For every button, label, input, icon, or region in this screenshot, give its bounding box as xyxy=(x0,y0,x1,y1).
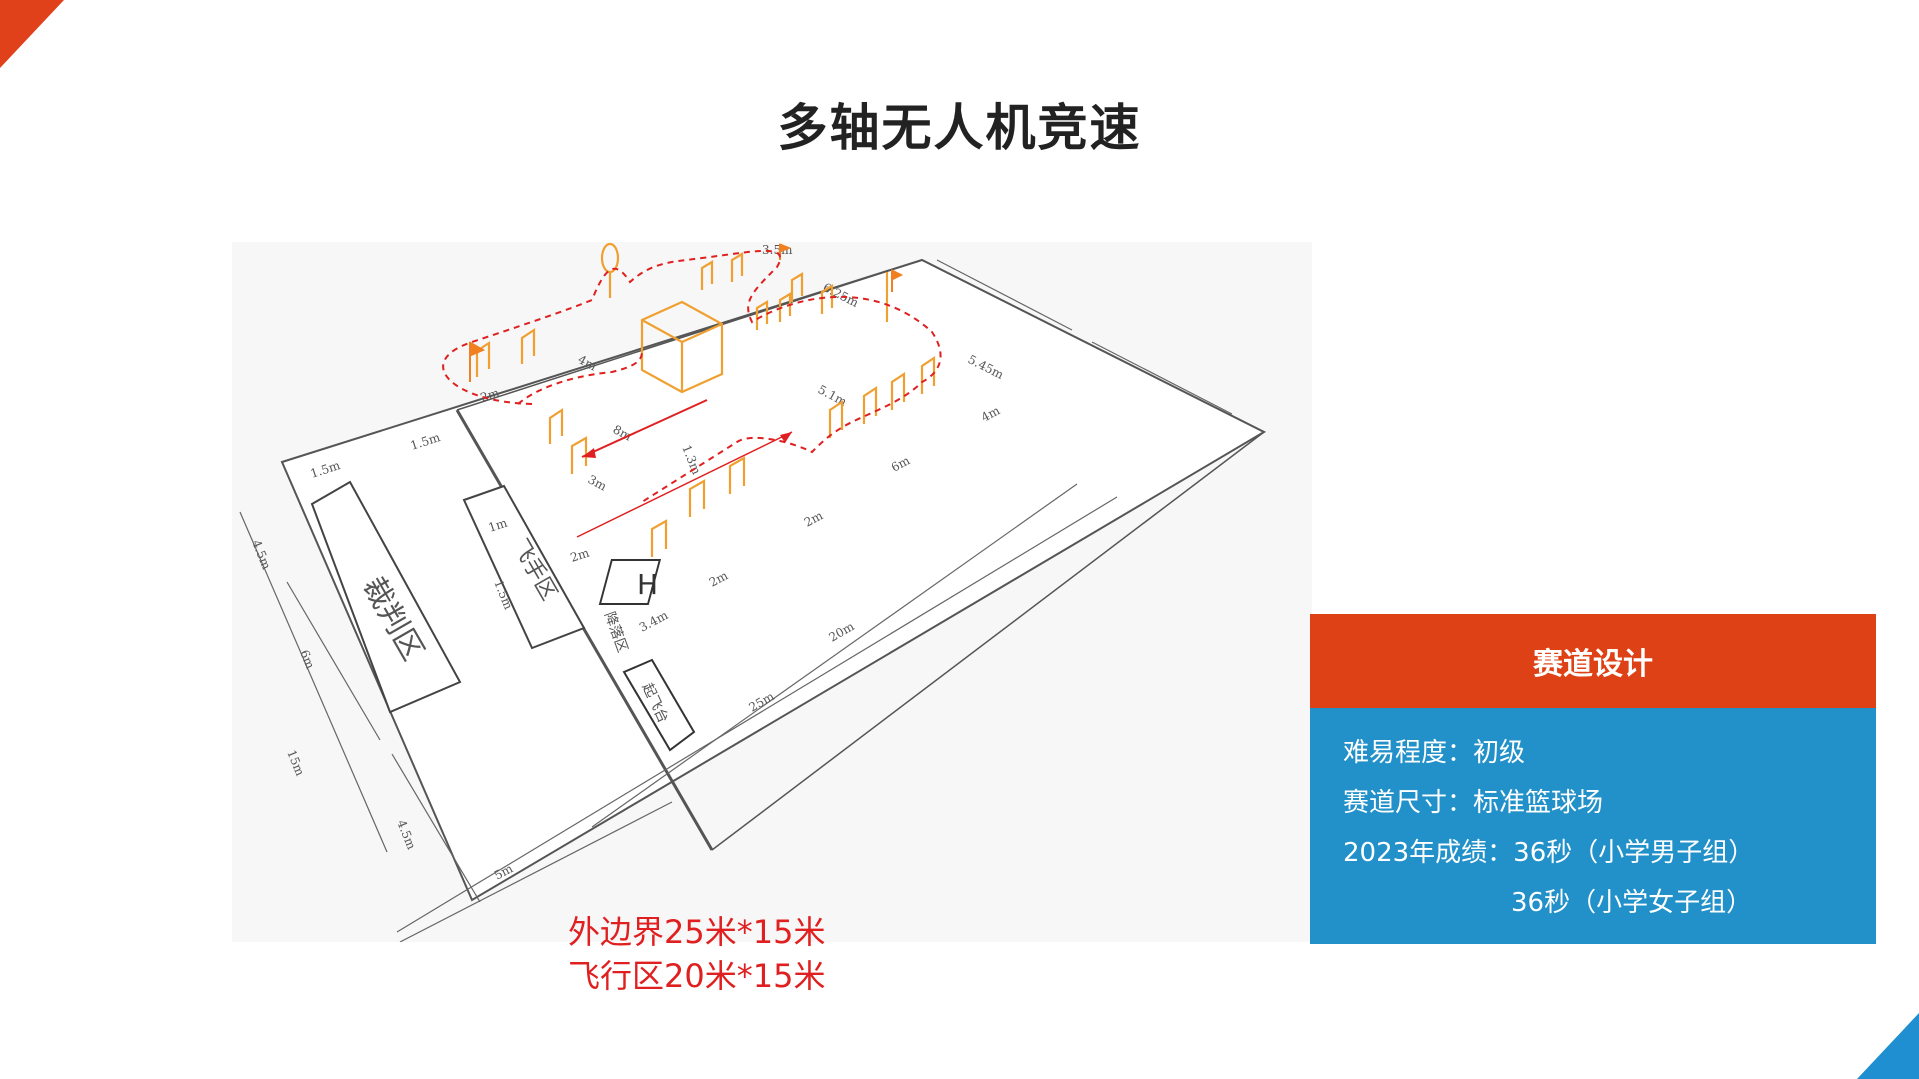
launch-arrow xyxy=(576,431,793,538)
result-row-girls: 36秒（小学女子组） xyxy=(1511,888,1753,918)
helipad-label: H xyxy=(637,568,658,601)
dim-left-6: 6m xyxy=(297,648,317,671)
caption-line-flight: 飞行区20米*15米 xyxy=(568,957,826,995)
dim-2m-b: 2m xyxy=(569,545,592,564)
track-design-panel: 赛道设计 难易程度：初级 赛道尺寸：标准篮球场 2023年成绩：36秒（小学男子… xyxy=(1310,614,1876,944)
boundary-caption: 外边界25米*15米 飞行区20米*15米 xyxy=(568,910,825,998)
corner-decoration-top-left xyxy=(0,0,64,68)
panel-body: 难易程度：初级 赛道尺寸：标准篮球场 2023年成绩：36秒（小学男子组） 36… xyxy=(1310,708,1876,944)
track-diagram: 裁判区 飞手区 H 降落区 起飞台 4.5m 6m 15m 4.5m 5m 25… xyxy=(232,242,1312,942)
flight-area-divider xyxy=(455,409,714,851)
helipad xyxy=(598,559,662,605)
takeoff-platform xyxy=(622,658,696,752)
return-arrow xyxy=(581,399,708,458)
page-title: 多轴无人机竞速 xyxy=(777,99,1142,157)
judge-zone xyxy=(310,480,462,714)
dim-1m: 1m xyxy=(487,515,510,534)
caption-line-outer: 外边界25米*15米 xyxy=(568,913,826,951)
corner-decoration-bottom-right xyxy=(1857,1013,1919,1079)
panel-header: 赛道设计 xyxy=(1310,614,1876,708)
flight-path-dashed xyxy=(442,249,942,503)
pilot-zone xyxy=(462,484,586,650)
result-row-boys: 2023年成绩：36秒（小学男子组） xyxy=(1343,838,1755,868)
difficulty-row: 难易程度：初级 xyxy=(1343,738,1526,768)
track-size-row: 赛道尺寸：标准篮球场 xyxy=(1343,788,1604,818)
